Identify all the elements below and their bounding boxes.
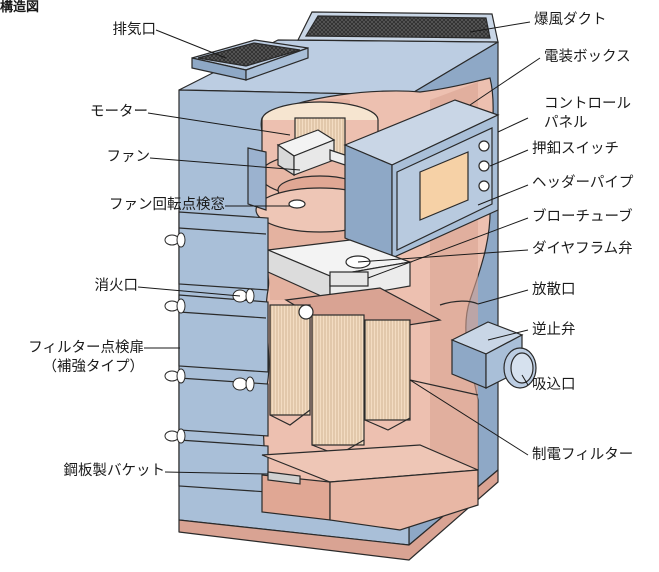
latch-1-icon — [164, 232, 186, 248]
latch-3-icon — [164, 368, 186, 384]
label-blast-duct: 爆風ダクト — [534, 12, 607, 28]
latch-2-icon — [164, 298, 186, 314]
label-exhaust-port: 排気口 — [112, 22, 157, 38]
label-intake: 吸込口 — [532, 377, 576, 393]
blow-tube — [329, 271, 369, 287]
bucket — [261, 444, 479, 531]
electrical-box — [343, 99, 500, 259]
filter-bank-2 — [311, 314, 365, 446]
filter-knob — [298, 304, 314, 320]
leader-lines — [137, 21, 541, 475]
label-fan-window: ファン回転点検窓 — [109, 197, 225, 213]
label-header-pipe: ヘッダーパイプ — [532, 175, 634, 191]
filter-section — [269, 287, 442, 456]
label-motor: モーター — [90, 104, 148, 120]
label-blow-tube: ブローチューブ — [532, 209, 633, 225]
diagram-title: 構造図 — [0, 0, 40, 15]
label-vent: 放散口 — [532, 282, 576, 298]
filter-bank-3 — [364, 319, 411, 421]
latch-5-icon — [232, 376, 255, 392]
door-1 — [178, 211, 269, 291]
label-filter-door: フィルター点検扉 — [28, 340, 144, 356]
fan-window-panel — [247, 147, 267, 211]
door-4 — [178, 439, 269, 493]
vent-opening — [409, 300, 479, 396]
blast-duct — [297, 11, 499, 43]
exhaust-port — [191, 39, 309, 81]
label-check-valve: 逆止弁 — [532, 322, 576, 338]
label-control-panel: コントロール — [544, 96, 631, 112]
fan-window-cap — [288, 199, 306, 209]
label-diaphragm-valve: ダイヤフラム弁 — [532, 241, 633, 257]
label-push-switch: 押釦スイッチ — [532, 141, 619, 157]
latch-4-icon — [164, 428, 186, 444]
filter-doors — [178, 211, 269, 493]
door-latches — [164, 232, 255, 444]
label-fan: ファン — [106, 149, 151, 165]
intake-duct — [450, 321, 537, 389]
control-panel-display — [419, 151, 469, 221]
filter-bank-1 — [269, 304, 311, 416]
push-switches — [478, 140, 490, 192]
label-control-panel-2: パネル — [544, 115, 588, 131]
bucket-handle — [267, 471, 301, 485]
label-extinguish-port: 消火口 — [94, 278, 139, 294]
header-pipe — [265, 239, 413, 301]
door-3 — [178, 377, 269, 437]
label-bucket: 鋼板製バケット — [63, 463, 166, 479]
door-2 — [178, 294, 269, 373]
label-filter-door-sub: （補強タイプ） — [42, 359, 145, 375]
label-electrical-box: 電装ボックス — [544, 49, 631, 65]
casing-base — [178, 469, 499, 561]
label-static-filter: 制電フィルター — [532, 447, 634, 463]
